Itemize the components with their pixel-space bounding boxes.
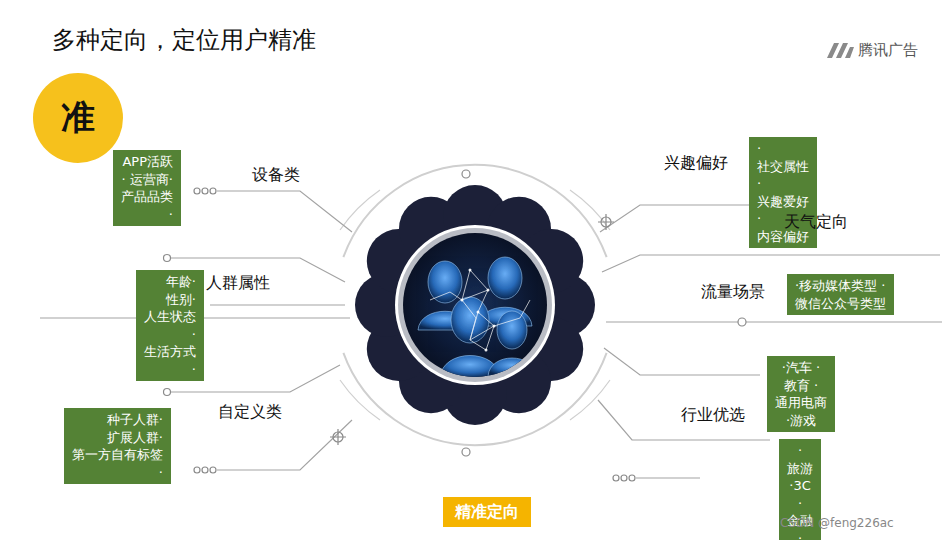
- category-label: 兴趣偏好: [664, 153, 728, 174]
- tag-box: ·汽车 ·教育 ·通用电商 ·游戏: [767, 356, 835, 432]
- logo-icon: [827, 43, 854, 58]
- watermark: CSDN @feng226ac: [780, 516, 894, 530]
- tag-box: 种子人群· 扩展人群· 第一方自有标签·: [64, 408, 171, 484]
- node-text: 种子人群· 扩展人群· 第一方自有标签·: [72, 411, 163, 481]
- decor-arcs: [340, 165, 610, 445]
- node-text: ·汽车 ·教育 ·通用电商 ·游戏: [775, 359, 827, 429]
- tag-box: 年龄·性别· 人生状态·生活方式·: [136, 270, 204, 381]
- category-label: 行业优选: [681, 405, 745, 426]
- page-title: 多种定向，定位用户精准: [52, 24, 316, 56]
- tag-box: ·移动媒体类型 ·微信公众号类型: [787, 274, 894, 315]
- category-label: 自定义类: [218, 402, 282, 423]
- category-label: 天气定向: [784, 212, 848, 233]
- category-label: 人群属性: [206, 273, 270, 294]
- central-emblem: [355, 185, 595, 425]
- node-text: ·移动媒体类型 ·微信公众号类型: [795, 277, 886, 312]
- circle-fill: [33, 73, 123, 163]
- caption-box: 精准定向: [443, 497, 531, 527]
- tag-box: ·社交属性 ·兴趣爱好 ·内容偏好: [749, 137, 817, 248]
- node-text: 年龄·性别· 人生状态·生活方式·: [144, 273, 196, 378]
- tag-box: APP活跃· 运营商· 产品品类·: [113, 150, 181, 226]
- brand-name: 腾讯广告: [858, 41, 918, 60]
- category-label: 流量场景: [701, 282, 765, 303]
- node-text: 精准定向: [455, 501, 519, 523]
- wire-dots: [164, 170, 747, 481]
- badge-circle: 准: [33, 73, 123, 163]
- node-text: APP活跃· 运营商· 产品品类·: [121, 153, 173, 223]
- badge-text: 准: [61, 95, 95, 141]
- crosshair-symbols: [330, 214, 614, 445]
- category-label: 设备类: [252, 165, 300, 186]
